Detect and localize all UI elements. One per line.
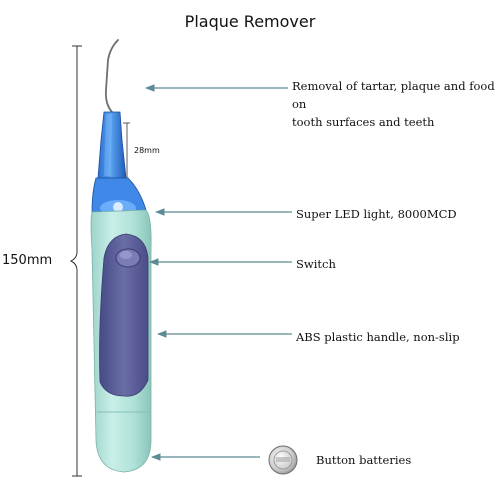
- button-battery-icon: [268, 445, 298, 475]
- led-head: [91, 177, 147, 216]
- callout-switch: Switch: [296, 257, 336, 271]
- tip-length-label: 28mm: [134, 146, 160, 155]
- callout-tartar-line2: tooth surfaces and teeth: [292, 115, 435, 129]
- page-title: Plaque Remover: [184, 12, 316, 31]
- blue-tip: [97, 111, 127, 179]
- switch-button: [115, 248, 141, 268]
- total-length-label: 150mm: [2, 253, 53, 268]
- callout-tartar: Removal of tartar, plaque and food on to…: [292, 77, 497, 131]
- callout-tartar-line1: Removal of tartar, plaque and food on: [292, 79, 495, 111]
- grip-panel: [99, 233, 149, 397]
- callout-handle: ABS plastic handle, non-slip: [296, 330, 460, 344]
- callout-battery: Button batteries: [316, 453, 412, 467]
- scaler-hook: [104, 39, 119, 113]
- callout-led: Super LED light, 8000MCD: [296, 207, 457, 221]
- callout-arrows: [145, 84, 292, 461]
- length-150mm-bracket: [69, 45, 82, 477]
